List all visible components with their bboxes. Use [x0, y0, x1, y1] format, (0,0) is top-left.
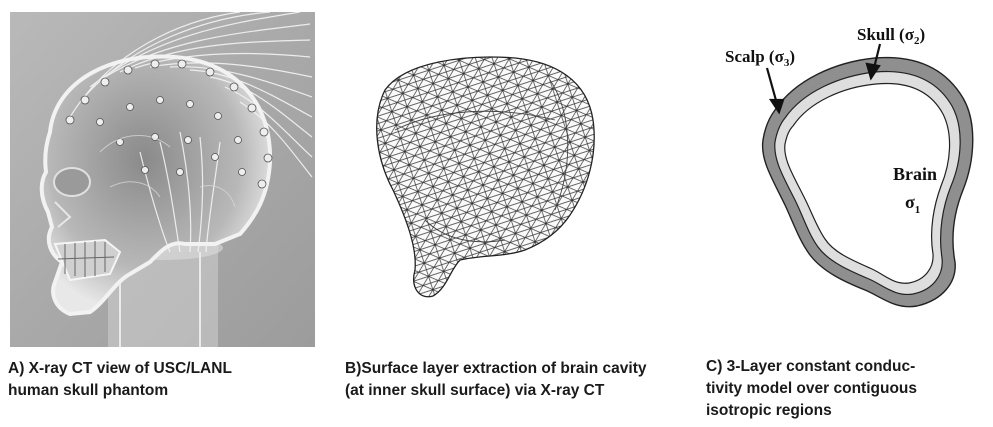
brain-surface-mesh — [355, 50, 605, 310]
brain-label: Brain — [893, 164, 937, 184]
caption-c: C) 3-Layer constant conduc- tivity model… — [706, 356, 917, 422]
three-layer-model-diagram: Scalp (σ3) Skull (σ2) Brain σ1 — [705, 0, 990, 335]
svg-text:Skull (σ2): Skull (σ2) — [857, 25, 925, 47]
svg-text:Scalp (σ3): Scalp (σ3) — [725, 47, 795, 69]
caption-b: B)Surface layer extraction of brain cavi… — [345, 358, 647, 402]
caption-a: A) X-ray CT view of USC/LANL human skull… — [8, 358, 232, 402]
xray-ct-skull-image — [10, 12, 315, 347]
